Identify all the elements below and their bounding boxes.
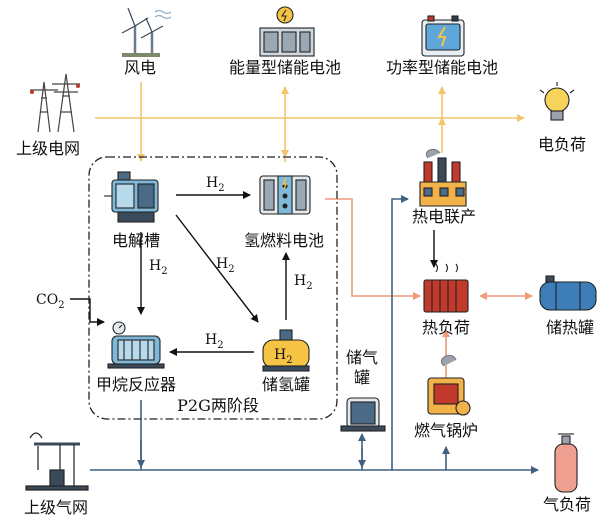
- gas-boiler-icon: [427, 354, 471, 416]
- gas-flows: [90, 195, 539, 474]
- elec-load-label: 电负荷: [538, 135, 586, 154]
- energy-battery-icon: [259, 6, 315, 57]
- power-tower-icon: [30, 73, 80, 133]
- wind-label: 风电: [124, 58, 156, 77]
- fuel-cell-label: 氢燃料电池: [244, 231, 324, 250]
- hydrogen-flows: [70, 191, 438, 356]
- gas-to-chp-line: [391, 195, 409, 470]
- heat-tank-icon: [539, 275, 597, 311]
- chp-plant-icon: [419, 148, 467, 207]
- electrolyzer-icon: [104, 171, 159, 223]
- upper-grid-label: 上级电网: [16, 139, 80, 158]
- upper-gas-grid-label: 上级气网: [24, 498, 88, 517]
- h2-tank-label: 储氢罐: [262, 375, 310, 394]
- h2-tank-icon: [262, 329, 310, 372]
- p2g-group-box: [88, 156, 338, 420]
- radiator-icon: [423, 263, 469, 313]
- gas-load-label: 气负荷: [543, 495, 591, 514]
- heat-flows: [325, 198, 533, 380]
- h2-label-a: H2: [206, 175, 225, 194]
- h2-label-e: H2: [205, 332, 224, 351]
- h2-label-c: H2: [216, 256, 235, 275]
- h2-label-b: H2: [149, 258, 168, 277]
- methane-reactor-icon: [107, 321, 165, 369]
- co2-to-reactor-arrow: [70, 298, 105, 326]
- power-storage-label: 功率型储能电池: [386, 58, 498, 77]
- gas-storage-label-2: 罐: [354, 368, 370, 387]
- light-bulb-icon: [539, 82, 575, 121]
- heat-load-label: 热负荷: [422, 318, 470, 337]
- h2-tank-icon-label: H2: [274, 347, 293, 366]
- wind-turbine-icon: [121, 7, 172, 57]
- gas-cylinder-icon: [554, 433, 578, 493]
- electric-flows: [95, 82, 525, 162]
- pumpjack-icon: [25, 432, 89, 491]
- energy-storage-label: 能量型储能电池: [229, 58, 341, 77]
- gas-storage-label-1: 储气: [346, 348, 378, 367]
- power-battery-icon: [421, 15, 465, 57]
- h2-label-d: H2: [294, 273, 313, 292]
- fuelcell-to-heat-load-line: [325, 198, 421, 300]
- methane-reactor-label: 甲烷反应器: [96, 375, 176, 394]
- p2g-group-label: P2G两阶段: [177, 396, 259, 415]
- gas-storage-icon: [340, 397, 386, 432]
- gas-boiler-label: 燃气锅炉: [414, 421, 478, 440]
- co2-label: CO2: [36, 292, 65, 311]
- chp-label: 热电联产: [412, 207, 476, 226]
- electrolyzer-label: 电解槽: [112, 231, 160, 250]
- heat-tank-label: 储热罐: [546, 318, 594, 337]
- electrolyzer-to-h2tank-arrow: [175, 214, 259, 323]
- fuel-cell-icon: [259, 175, 311, 215]
